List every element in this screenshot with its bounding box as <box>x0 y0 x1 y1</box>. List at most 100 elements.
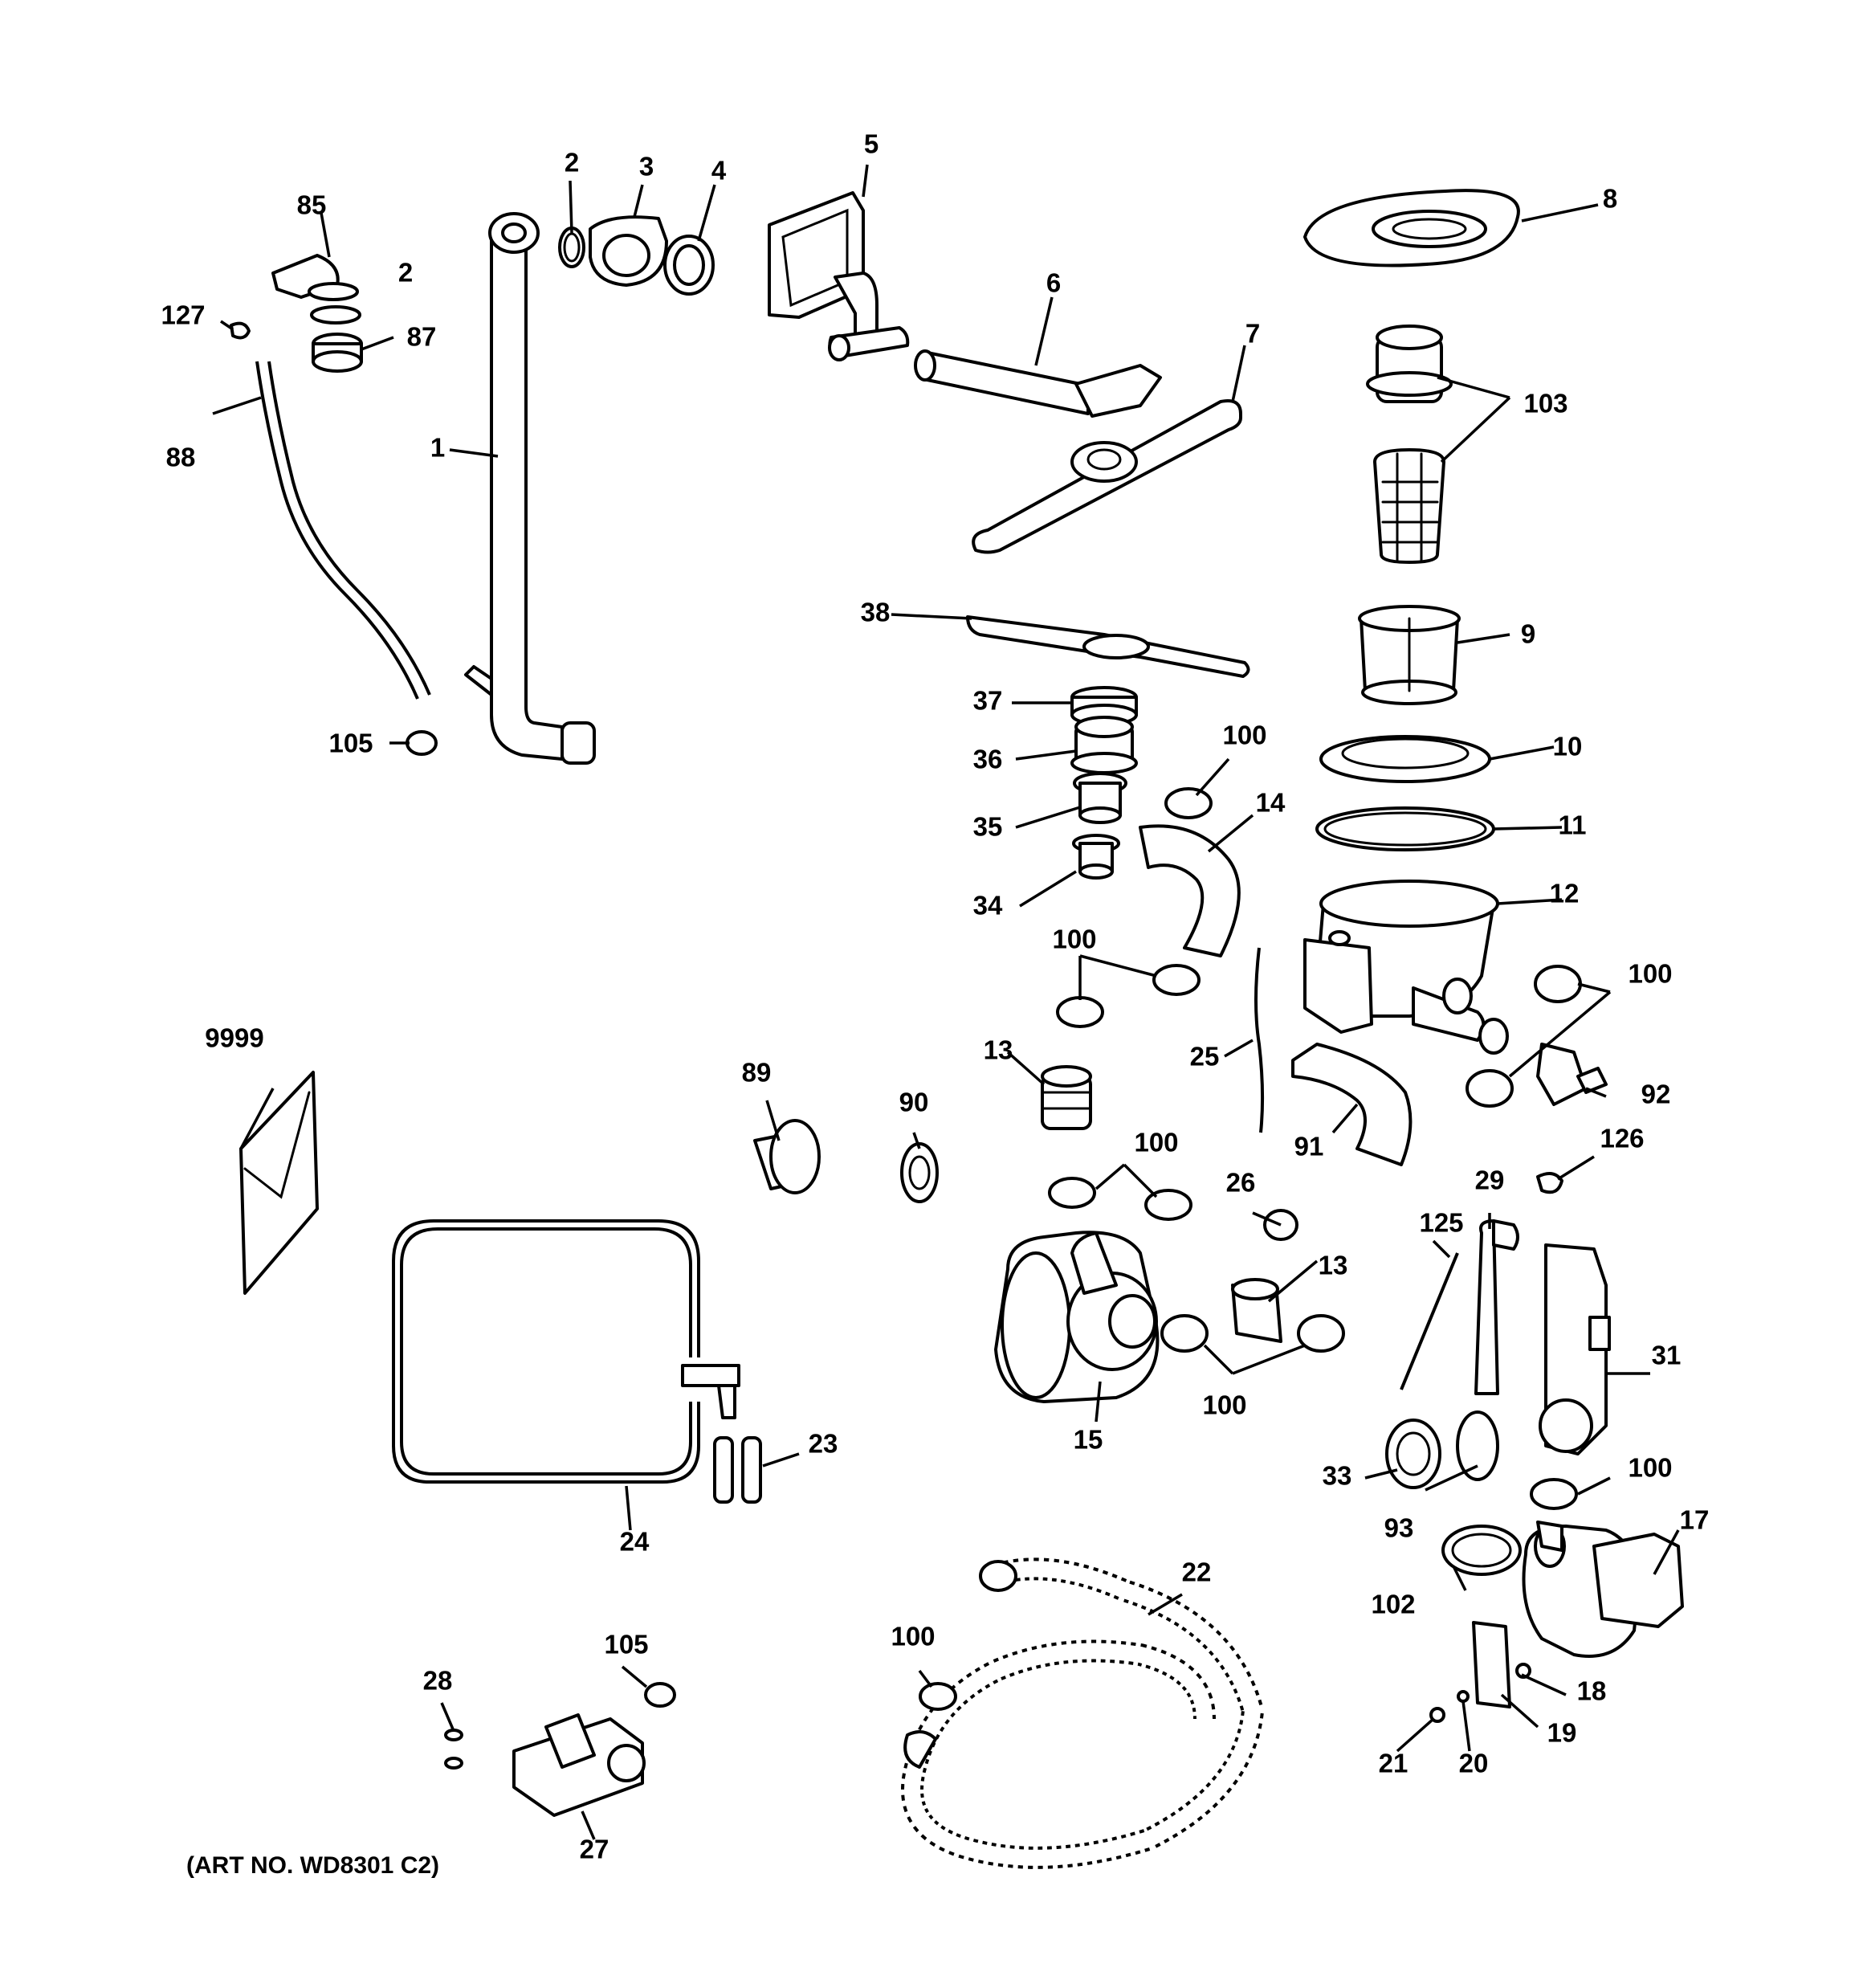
callout-26: 26 <box>1226 1168 1256 1198</box>
callout-6: 6 <box>1046 268 1061 298</box>
part-vent-cap <box>271 254 359 301</box>
callout-31: 31 <box>1652 1341 1682 1370</box>
callout-5: 5 <box>864 129 879 159</box>
part-drain-tube <box>1474 1219 1519 1395</box>
callout-100-a: 100 <box>1222 720 1266 750</box>
callout-100-i: 100 <box>891 1622 935 1651</box>
part-sump <box>1303 880 1509 1055</box>
part-clip-126 <box>1536 1172 1563 1194</box>
part-vent-hose-inner <box>267 361 431 696</box>
part-lower-spray-arm <box>966 615 1250 678</box>
callout-33: 33 <box>1323 1461 1352 1491</box>
callout-88: 88 <box>166 443 196 472</box>
callout-100-d: 100 <box>1202 1390 1246 1420</box>
callout-21: 21 <box>1379 1749 1408 1778</box>
part-elbow-hose <box>1139 824 1241 957</box>
part-drain-pump <box>1522 1521 1684 1658</box>
part-manifold <box>768 191 910 361</box>
part-hub-bearing <box>1070 716 1138 774</box>
part-fill-hose <box>392 1219 740 1484</box>
callout-125: 125 <box>1419 1208 1463 1238</box>
part-ring <box>1456 1410 1499 1481</box>
callout-9999: 9999 <box>205 1023 263 1053</box>
callout-9: 9 <box>1521 619 1535 649</box>
part-upper-spray-arm <box>972 399 1242 554</box>
part-coupling-upper <box>1041 1065 1092 1130</box>
part-tubes <box>713 1436 762 1504</box>
part-vent-nut <box>312 333 363 373</box>
callout-105-b: 105 <box>604 1630 648 1659</box>
callout-38: 38 <box>861 598 891 627</box>
part-manifold-clip <box>589 215 668 287</box>
callout-20: 20 <box>1459 1749 1489 1778</box>
callout-100-b: 100 <box>1052 925 1096 954</box>
callout-15: 15 <box>1074 1425 1103 1455</box>
callout-4: 4 <box>711 156 727 186</box>
part-bracket <box>1472 1621 1511 1708</box>
callout-100-c: 100 <box>1134 1128 1178 1157</box>
part-hub-insert <box>1073 772 1127 824</box>
callout-23: 23 <box>809 1429 838 1459</box>
part-feed-tube <box>914 349 1162 418</box>
part-nut <box>663 235 715 296</box>
callout-27: 27 <box>580 1835 609 1864</box>
part-pump-housing <box>1539 1243 1611 1455</box>
callout-12: 12 <box>1550 879 1580 908</box>
part-circulation-pump <box>994 1231 1160 1403</box>
part-o-ring-lower <box>310 305 361 325</box>
leader-lines <box>212 164 1680 1840</box>
callout-19: 19 <box>1547 1718 1577 1748</box>
part-hub-collar <box>1072 834 1120 880</box>
callout-7: 7 <box>1245 319 1260 349</box>
part-gasket-plate <box>1303 189 1520 267</box>
callout-22: 22 <box>1182 1557 1212 1587</box>
part-vent-hose <box>255 361 419 700</box>
callout-18: 18 <box>1577 1676 1607 1706</box>
callout-1: 1 <box>430 433 445 463</box>
callouts: 1 2 3 4 5 6 7 8 103 9 10 11 12 100 92 12… <box>161 129 1709 1864</box>
callout-90: 90 <box>899 1088 929 1117</box>
part-drain-hose-section <box>1291 1043 1413 1166</box>
callout-28: 28 <box>423 1666 453 1696</box>
callout-11: 11 <box>1559 810 1587 840</box>
callout-100-g: 100 <box>1628 959 1672 989</box>
part-vent-tube <box>1254 947 1265 1133</box>
part-inlet-valve <box>512 1713 646 1817</box>
part-sump-seal <box>1315 806 1495 851</box>
callout-91: 91 <box>1294 1132 1324 1161</box>
callout-3: 3 <box>639 152 654 182</box>
callout-24: 24 <box>620 1527 650 1557</box>
callout-85: 85 <box>297 190 327 220</box>
callout-92: 92 <box>1641 1080 1671 1109</box>
part-filter-assembly <box>1366 325 1453 564</box>
callout-13-a: 13 <box>984 1035 1013 1065</box>
callout-126: 126 <box>1600 1124 1644 1153</box>
part-drain-hose <box>901 1557 1265 1869</box>
callout-17: 17 <box>1680 1505 1710 1535</box>
callout-87: 87 <box>407 322 437 352</box>
part-sensor <box>1536 1043 1608 1106</box>
callout-14: 14 <box>1256 788 1286 818</box>
callout-37: 37 <box>973 686 1003 716</box>
part-clamps-105 <box>406 730 676 1708</box>
art-number: (ART NO. WD8301 C2) <box>186 1852 439 1879</box>
callout-34: 34 <box>973 891 1003 921</box>
part-coarse-filter <box>1358 605 1461 705</box>
part-filter-ring <box>1319 735 1491 783</box>
part-wire <box>1400 1252 1459 1390</box>
part-clip-127 <box>230 321 251 340</box>
part-fastener-20 <box>1457 1690 1470 1703</box>
callout-13-b: 13 <box>1319 1251 1348 1280</box>
part-grommet <box>900 1142 939 1203</box>
part-fastener-21 <box>1429 1707 1445 1723</box>
callout-35: 35 <box>973 812 1003 842</box>
callout-2-b: 2 <box>398 258 413 288</box>
part-bellows <box>753 1119 821 1194</box>
callout-93: 93 <box>1384 1513 1414 1543</box>
callout-127: 127 <box>161 300 205 330</box>
part-clamps-100 <box>919 787 1582 1711</box>
part-coupling-lower <box>1231 1278 1282 1343</box>
callout-29: 29 <box>1475 1165 1505 1195</box>
callout-102: 102 <box>1371 1590 1415 1619</box>
